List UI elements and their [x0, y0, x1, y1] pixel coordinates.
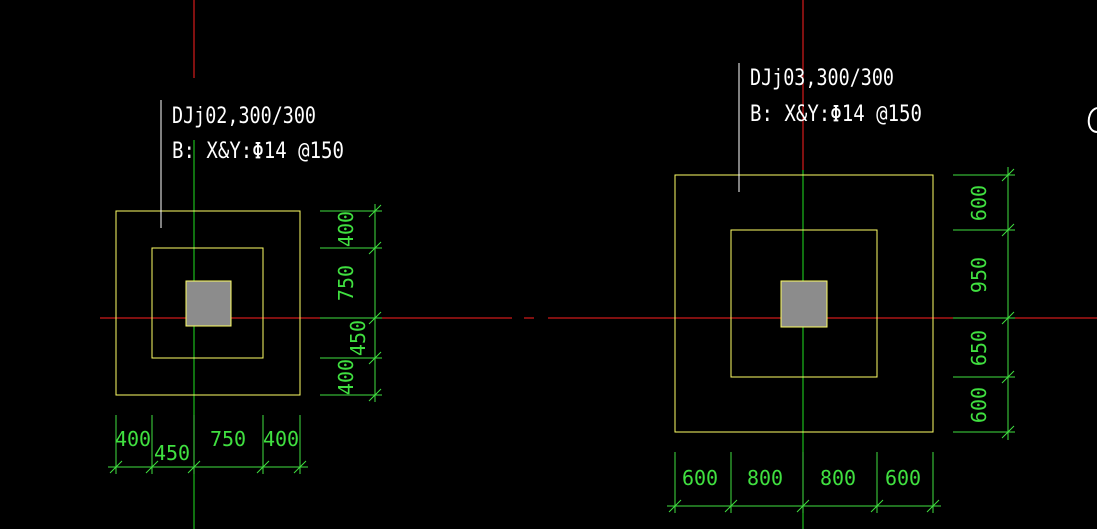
footing-right-column: [780, 280, 828, 328]
footing-left-dim-v2: 750: [334, 265, 358, 301]
footing-left-dim-v4: 400: [334, 359, 358, 395]
footing-left-dim-h4: 400: [263, 427, 299, 451]
footing-right-dim-h4: 600: [885, 466, 921, 490]
footing-right-label-line2: B: X&Y:Φ14 @150: [750, 102, 922, 127]
footing-right-dim-v2: 950: [967, 257, 991, 293]
footing-right-dim-h1: 600: [682, 466, 718, 490]
footing-right-dim-h3: 800: [820, 466, 856, 490]
footing-right-dim-v1: 600: [967, 185, 991, 221]
footing-left-column: [185, 280, 232, 327]
footing-left-label-line2: B: X&Y:Φ14 @150: [172, 139, 344, 164]
footing-right-outer-step: [674, 174, 934, 433]
footing-right-dim-vertical: [953, 167, 1015, 440]
footing-right-dim-v3: 650: [967, 330, 991, 366]
axis-lines: [100, 0, 1097, 529]
footing-left[interactable]: DJj02,300/300 B: X&Y:Φ14 @150 400 750 45…: [108, 100, 382, 474]
footing-left-outer-step: [115, 210, 301, 396]
footing-right-dim-horizontal: [667, 452, 941, 513]
footing-right[interactable]: DJj03,300/300 B: X&Y:Φ14 @150 600 950 65…: [667, 63, 1015, 513]
footing-left-dim-v1: 400: [334, 211, 358, 247]
cropped-glyph-fragment: [1087, 107, 1097, 133]
footing-left-dim-vertical: [320, 204, 382, 402]
footing-right-inner-step: [730, 229, 878, 378]
footing-right-dim-v4: 600: [967, 387, 991, 423]
footing-left-dim-v3: 450: [346, 320, 370, 356]
footing-right-label-line1: DJj03,300/300: [750, 66, 894, 91]
footing-right-dim-h2: 800: [747, 466, 783, 490]
footing-left-dim-horizontal: [108, 415, 308, 474]
footing-left-dim-h2: 450: [154, 441, 190, 465]
footing-left-inner-step: [151, 247, 264, 359]
footing-left-dim-h3: 750: [210, 427, 246, 451]
footing-left-dim-h1: 400: [115, 427, 151, 451]
footing-left-label-line1: DJj02,300/300: [172, 104, 316, 129]
